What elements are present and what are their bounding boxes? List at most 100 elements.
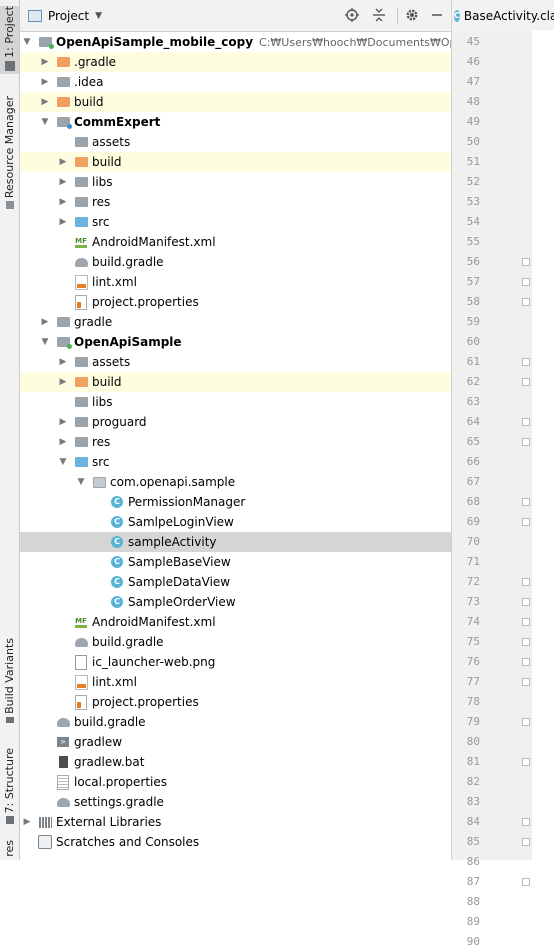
properties-file-icon <box>57 774 69 790</box>
fold-marker-icon[interactable] <box>522 638 530 646</box>
fold-marker-icon[interactable] <box>522 298 530 306</box>
expand-arrow-down-icon[interactable]: ▼ <box>59 457 67 467</box>
arrow-spacer <box>94 572 104 592</box>
tree-row[interactable]: ▼src <box>20 452 451 472</box>
tree-row[interactable]: build.gradle <box>20 252 451 272</box>
fold-marker-icon[interactable] <box>522 518 530 526</box>
tree-row[interactable]: Scratches and Consoles <box>20 832 451 852</box>
tree-row[interactable]: build.gradle <box>20 712 451 732</box>
hide-panel-button[interactable] <box>427 5 447 25</box>
tree-row[interactable]: ▶res <box>20 192 451 212</box>
tree-row[interactable]: ic_launcher-web.png <box>20 652 451 672</box>
settings-button[interactable] <box>402 5 422 25</box>
folder-icon <box>56 77 70 87</box>
tree-row[interactable]: ▶.idea <box>20 72 451 92</box>
line-number: 60 <box>466 335 480 348</box>
fold-marker-icon[interactable] <box>522 258 530 266</box>
view-selector-dropdown[interactable]: Project ▼ <box>28 5 102 27</box>
expand-arrow-down-icon[interactable]: ▼ <box>41 117 49 127</box>
fold-marker-icon[interactable] <box>522 658 530 666</box>
tree-row[interactable]: gradlew.bat <box>20 752 451 772</box>
fold-marker-icon[interactable] <box>522 758 530 766</box>
fold-marker-icon[interactable] <box>522 438 530 446</box>
code-area[interactable] <box>532 30 554 860</box>
tab-structure[interactable]: 7: Structure <box>0 748 19 827</box>
tree-row[interactable]: ▼OpenApiSample <box>20 332 451 352</box>
excluded-folder-icon <box>56 57 70 67</box>
fold-marker-icon[interactable] <box>522 678 530 686</box>
expand-arrow-right-icon[interactable]: ▶ <box>59 197 67 207</box>
tree-row[interactable]: libs <box>20 392 451 412</box>
fold-marker-icon[interactable] <box>522 378 530 386</box>
tree-row[interactable]: ▶proguard <box>20 412 451 432</box>
tab-partial[interactable]: res <box>0 840 19 857</box>
tab-resource-manager[interactable]: Resource Manager <box>0 96 19 212</box>
tree-row[interactable]: ▶.gradle <box>20 52 451 72</box>
expand-arrow-right-icon[interactable]: ▶ <box>41 97 49 107</box>
tree-item-icon <box>56 315 70 329</box>
expand-arrow-right-icon[interactable]: ▶ <box>59 217 67 227</box>
expand-arrow-right-icon[interactable]: ▶ <box>59 177 67 187</box>
fold-marker-icon[interactable] <box>522 418 530 426</box>
fold-marker-icon[interactable] <box>522 718 530 726</box>
expand-arrow-right-icon[interactable]: ▶ <box>23 817 31 827</box>
fold-marker-icon[interactable] <box>522 358 530 366</box>
expand-arrow-right-icon[interactable]: ▶ <box>59 437 67 447</box>
tree-row[interactable]: ▶res <box>20 432 451 452</box>
tree-row[interactable]: ▶libs <box>20 172 451 192</box>
fold-marker-icon[interactable] <box>522 618 530 626</box>
tree-row[interactable]: ▶build <box>20 92 451 112</box>
fold-marker-icon[interactable] <box>522 498 530 506</box>
tree-row[interactable]: ▼com.openapi.sample <box>20 472 451 492</box>
fold-marker-icon[interactable] <box>522 578 530 586</box>
expand-arrow-right-icon[interactable]: ▶ <box>59 157 67 167</box>
tree-row[interactable]: assets <box>20 132 451 152</box>
tree-row[interactable]: ▶assets <box>20 352 451 372</box>
tree-row[interactable]: ▶build <box>20 152 451 172</box>
excluded-folder-icon <box>56 97 70 107</box>
collapse-all-button[interactable] <box>369 5 389 25</box>
editor-tab[interactable]: C BaseActivity.clas <box>452 0 554 32</box>
tree-row[interactable]: ▶src <box>20 212 451 232</box>
tree-row[interactable]: project.properties <box>20 292 451 312</box>
tree-row[interactable]: lint.xml <box>20 272 451 292</box>
fold-marker-icon[interactable] <box>522 278 530 286</box>
tab-build-variants[interactable]: Build Variants <box>0 638 19 726</box>
fold-marker-icon[interactable] <box>522 818 530 826</box>
expand-arrow-down-icon[interactable]: ▼ <box>23 37 31 47</box>
tree-row[interactable]: ▶build <box>20 372 451 392</box>
expand-arrow-right-icon[interactable]: ▶ <box>59 357 67 367</box>
tree-row[interactable]: project.properties <box>20 692 451 712</box>
fold-marker-icon[interactable] <box>522 838 530 846</box>
fold-marker-icon[interactable] <box>522 598 530 606</box>
expand-arrow-right-icon[interactable]: ▶ <box>41 77 49 87</box>
expand-arrow-right-icon[interactable]: ▶ <box>41 57 49 67</box>
tree-row[interactable]: ▶gradle <box>20 312 451 332</box>
tree-row[interactable]: >gradlew <box>20 732 451 752</box>
tree-row[interactable]: settings.gradle <box>20 792 451 812</box>
expand-arrow-right-icon[interactable]: ▶ <box>41 317 49 327</box>
tree-row[interactable]: ▼CommExpert <box>20 112 451 132</box>
tree-row[interactable]: build.gradle <box>20 632 451 652</box>
shell-script-icon: > <box>57 737 69 747</box>
tab-project[interactable]: 1: Project <box>0 6 19 74</box>
expand-arrow-right-icon[interactable]: ▶ <box>59 417 67 427</box>
expand-arrow-right-icon[interactable]: ▶ <box>59 377 67 387</box>
expand-arrow-down-icon[interactable]: ▼ <box>41 337 49 347</box>
tree-row[interactable]: lint.xml <box>20 672 451 692</box>
select-opened-file-button[interactable] <box>342 5 362 25</box>
expand-arrow-down-icon[interactable]: ▼ <box>77 477 85 487</box>
fold-marker-icon[interactable] <box>522 878 530 886</box>
tree-row[interactable]: ▶External Libraries <box>20 812 451 832</box>
tree-item-icon <box>38 35 54 49</box>
tree-row[interactable]: local.properties <box>20 772 451 792</box>
